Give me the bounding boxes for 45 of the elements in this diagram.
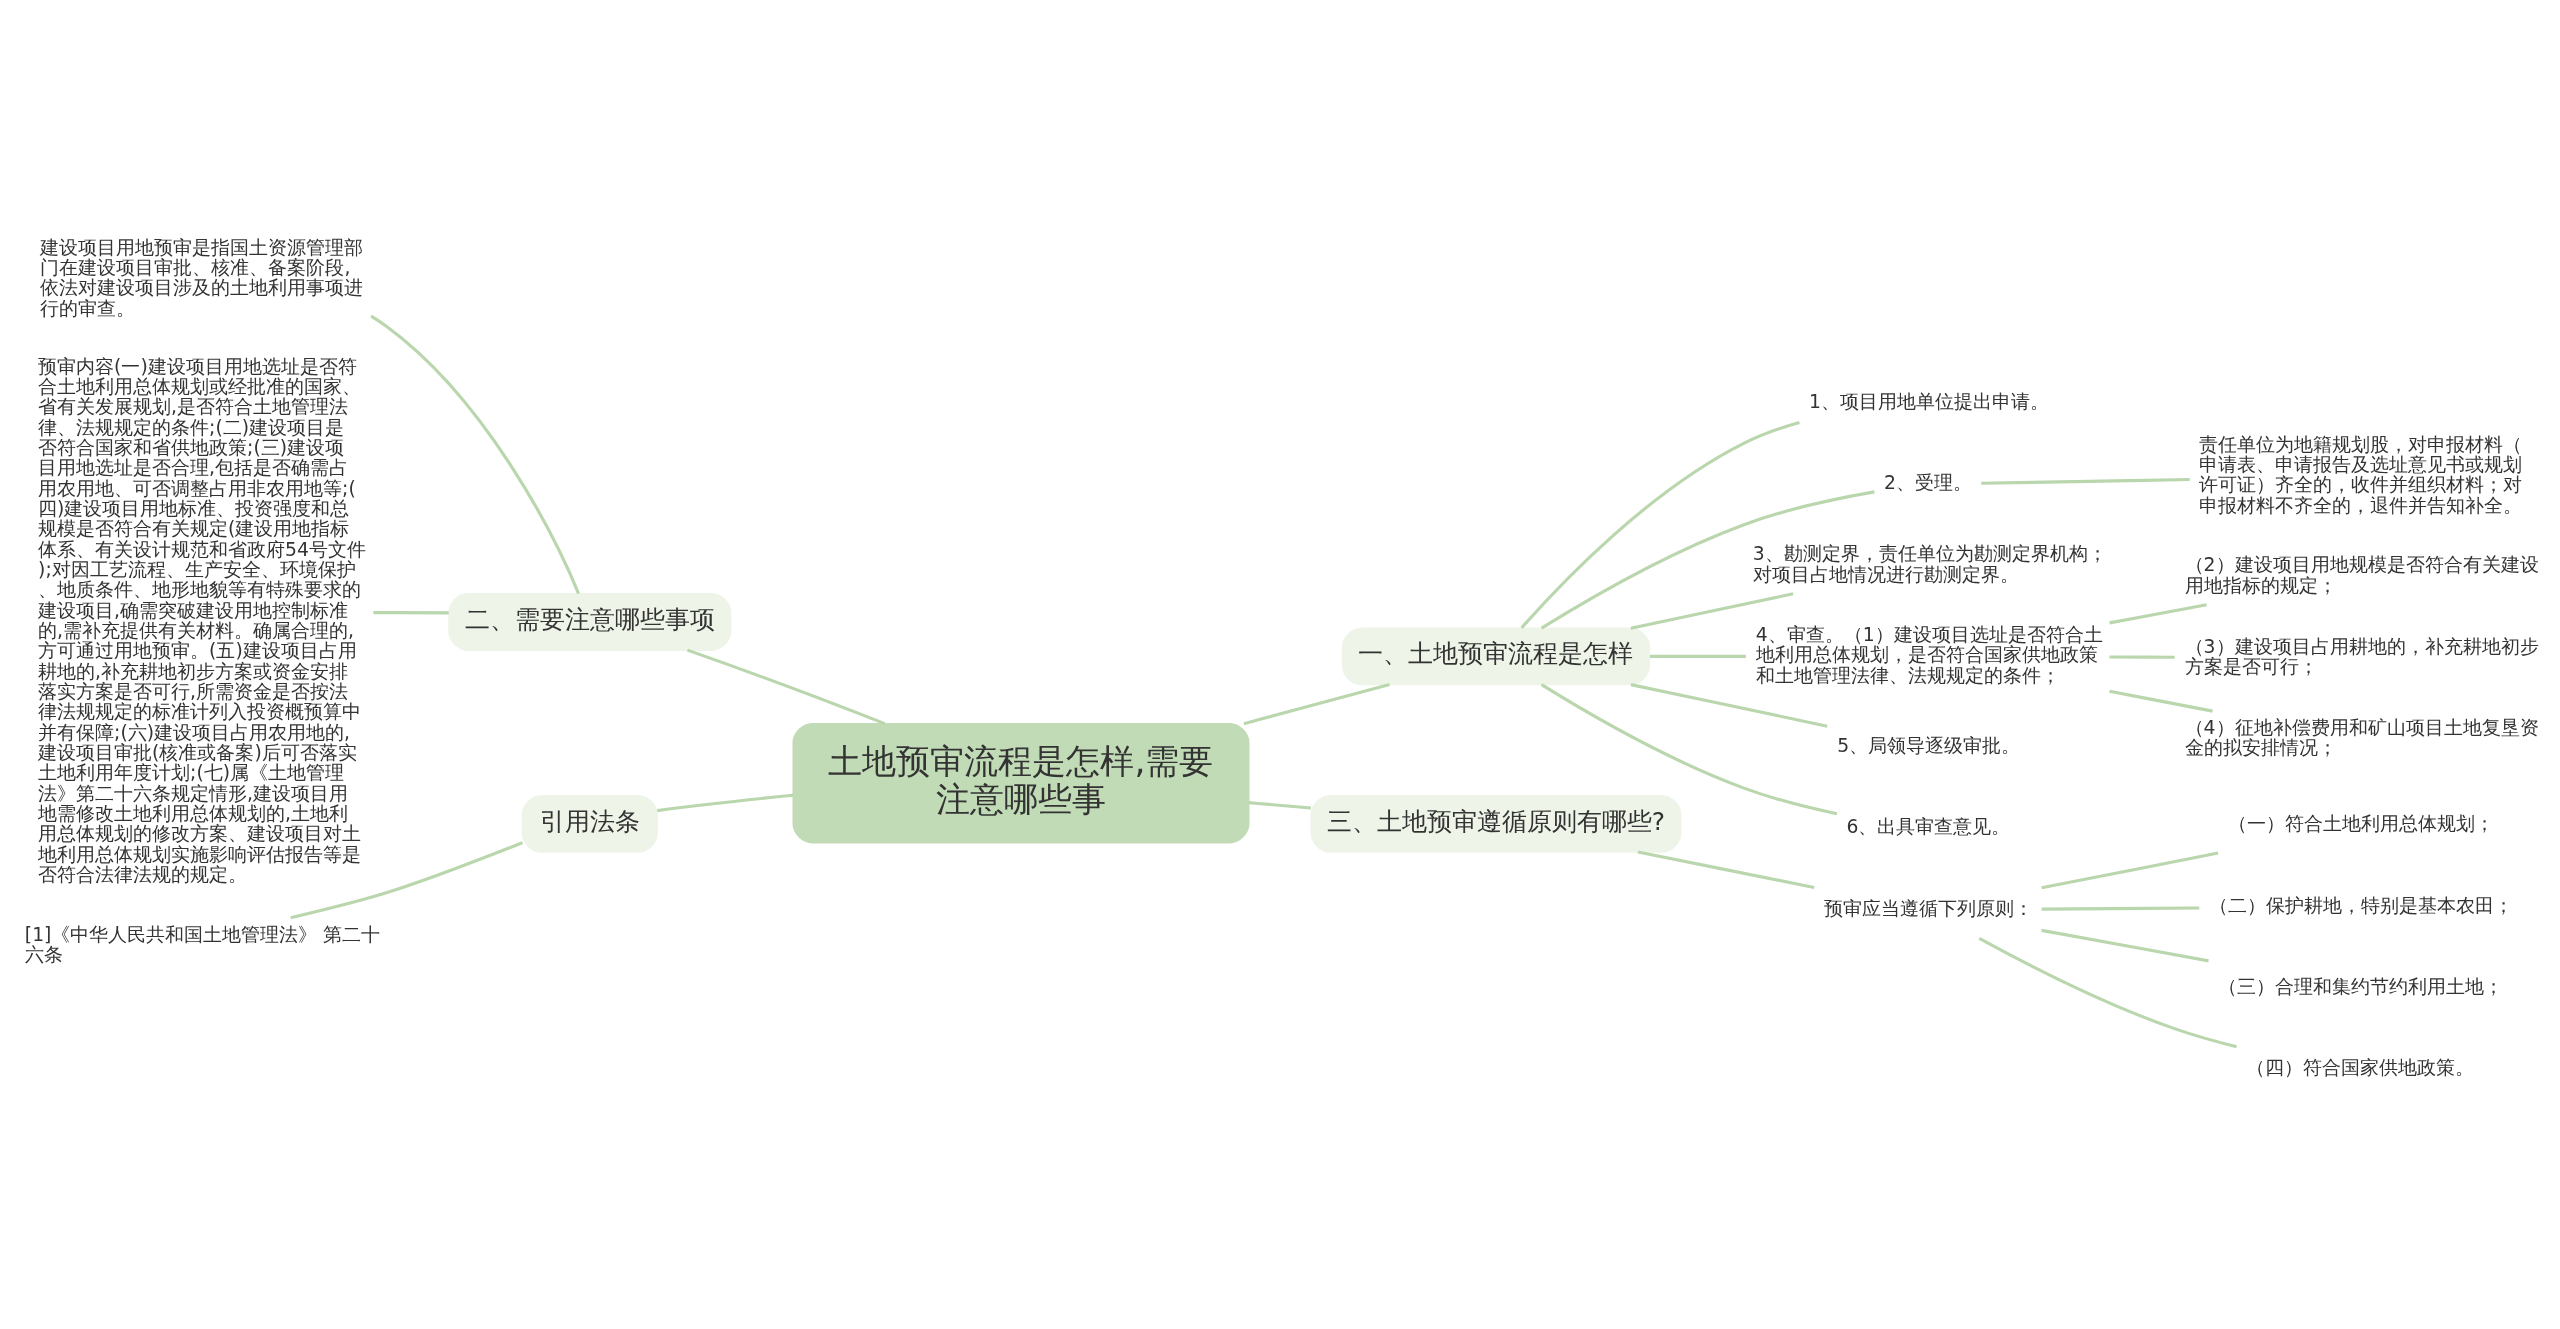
connector bbox=[1978, 936, 2237, 1048]
node-text: 责任单位为地籍规划股，对申报材料（申请表、申请报告及选址意见书或规划许可证）齐全的，收件并组织材料；对申报材料不齐全的，退件并告知补全。 bbox=[2199, 433, 2523, 516]
node-text: 2、受理。 bbox=[1884, 471, 1973, 493]
connector bbox=[2109, 689, 2213, 713]
connector bbox=[2109, 602, 2207, 624]
node-text: 建设项目用地预审是指国土资源管理部门在建设项目审批、核准、备案阶段,依法对建设项目涉及的土地利用事项进行的审查。 bbox=[40, 236, 364, 319]
connector bbox=[1637, 850, 1815, 889]
node-text: 6、出具审查意见。 bbox=[1846, 815, 2011, 837]
connector bbox=[2041, 905, 2200, 911]
connector bbox=[2041, 928, 2209, 962]
connector bbox=[1630, 682, 1828, 728]
node-text: （2）建设项目用地规模是否符合有关建设用地指标的规定； bbox=[2184, 553, 2539, 596]
connector bbox=[1649, 654, 1746, 658]
node-box: 土地预审流程是怎样,需要注意哪些事 bbox=[792, 722, 1250, 843]
node-text: 1、项目用地单位提出申请。 bbox=[1808, 390, 2049, 412]
node-text: 预审应当遵循下列原则： bbox=[1823, 897, 2033, 919]
connector bbox=[2041, 851, 2219, 889]
node-box: 引用法条 bbox=[521, 794, 658, 853]
connector bbox=[1520, 420, 1800, 629]
node-text: （二）保护耕地，特别是基本农田； bbox=[2208, 894, 2513, 916]
node-text: （三）合理和集约节约利用土地； bbox=[2218, 975, 2504, 997]
node-box: 二、需要注意哪些事项 bbox=[448, 592, 732, 651]
connector bbox=[1981, 477, 2190, 485]
connector bbox=[370, 314, 581, 594]
node-text: （4）征地补偿费用和矿山项目土地复垦资金的拟安排情况； bbox=[2184, 716, 2539, 758]
connector bbox=[2109, 655, 2175, 659]
connector bbox=[1243, 682, 1390, 725]
node-text: （一）符合土地利用总体规划； bbox=[2227, 812, 2494, 834]
connector bbox=[657, 793, 794, 812]
connector bbox=[1248, 800, 1312, 810]
node-box: 一、土地预审流程是怎样 bbox=[1341, 626, 1651, 685]
connector bbox=[373, 610, 449, 614]
connector bbox=[290, 840, 523, 919]
node-text: 5、局领导逐级审批。 bbox=[1837, 734, 2021, 756]
connector bbox=[686, 648, 886, 725]
node-text: 3、勘测定界，责任单位为勘测定界机构；对项目占地情况进行勘测定界。 bbox=[1752, 542, 2107, 585]
node-text: （四）符合国家供地政策。 bbox=[2246, 1056, 2475, 1078]
node-text: （3）建设项目占用耕地的，补充耕地初步方案是否可行； bbox=[2184, 635, 2539, 677]
node-text: 预审内容(一)建设项目用地选址是否符合土地利用总体规划或经批准的国家、省有关发展规划,是否符合土地管理法律、法规规定的条件;(二)建设项目是否符合国家和省供地政策;(三)建设项目用地选址是否合理,包括是否确需占用农用地、可否调整占用非农用地等;(四)建设项目用地标准、投资强度和总规模是否符合有关规定(建设用地指标体系、有关设计规范和省政府54号文件);对因工艺流程、生产安全、环境保护、地质条件、地形地貌等有特殊要求的建设项目,确需突破建设用地控制标准的,需补充提供有关材料。确属合理的,方可通过用地预审。(五)建设项目占用耕地的,补充耕地初步方案或资金安排落实方案是否可行,所需资金是否按法律法规规定的标准计列入投资概预算中并有保障;(六)建设项目占用农用地的,建设项目审批(核准或备案)后可否落实土地利用年度计划;(七)属《土地管理法》第二十六条规定情形,建设项目用地需修改土地利用总体规划的,土地利用总体规划的修改方案、建设项目对土地利用总体规划实施影响评估报告等是否符合法律法规的规定。 bbox=[38, 354, 367, 885]
node-text: [1]《中华人民共和国土地管理法》 第二十六条 bbox=[24, 923, 381, 965]
connector bbox=[1630, 591, 1794, 630]
connector bbox=[1540, 682, 1838, 815]
connector bbox=[1540, 489, 1875, 629]
node-box: 三、土地预审遵循原则有哪些? bbox=[1310, 794, 1682, 853]
node-text: 4、审查。（1）建设项目选址是否符合土地利用总体规划，是否符合国家供地政策和土地管理法律、法规规定的条件； bbox=[1755, 623, 2103, 686]
